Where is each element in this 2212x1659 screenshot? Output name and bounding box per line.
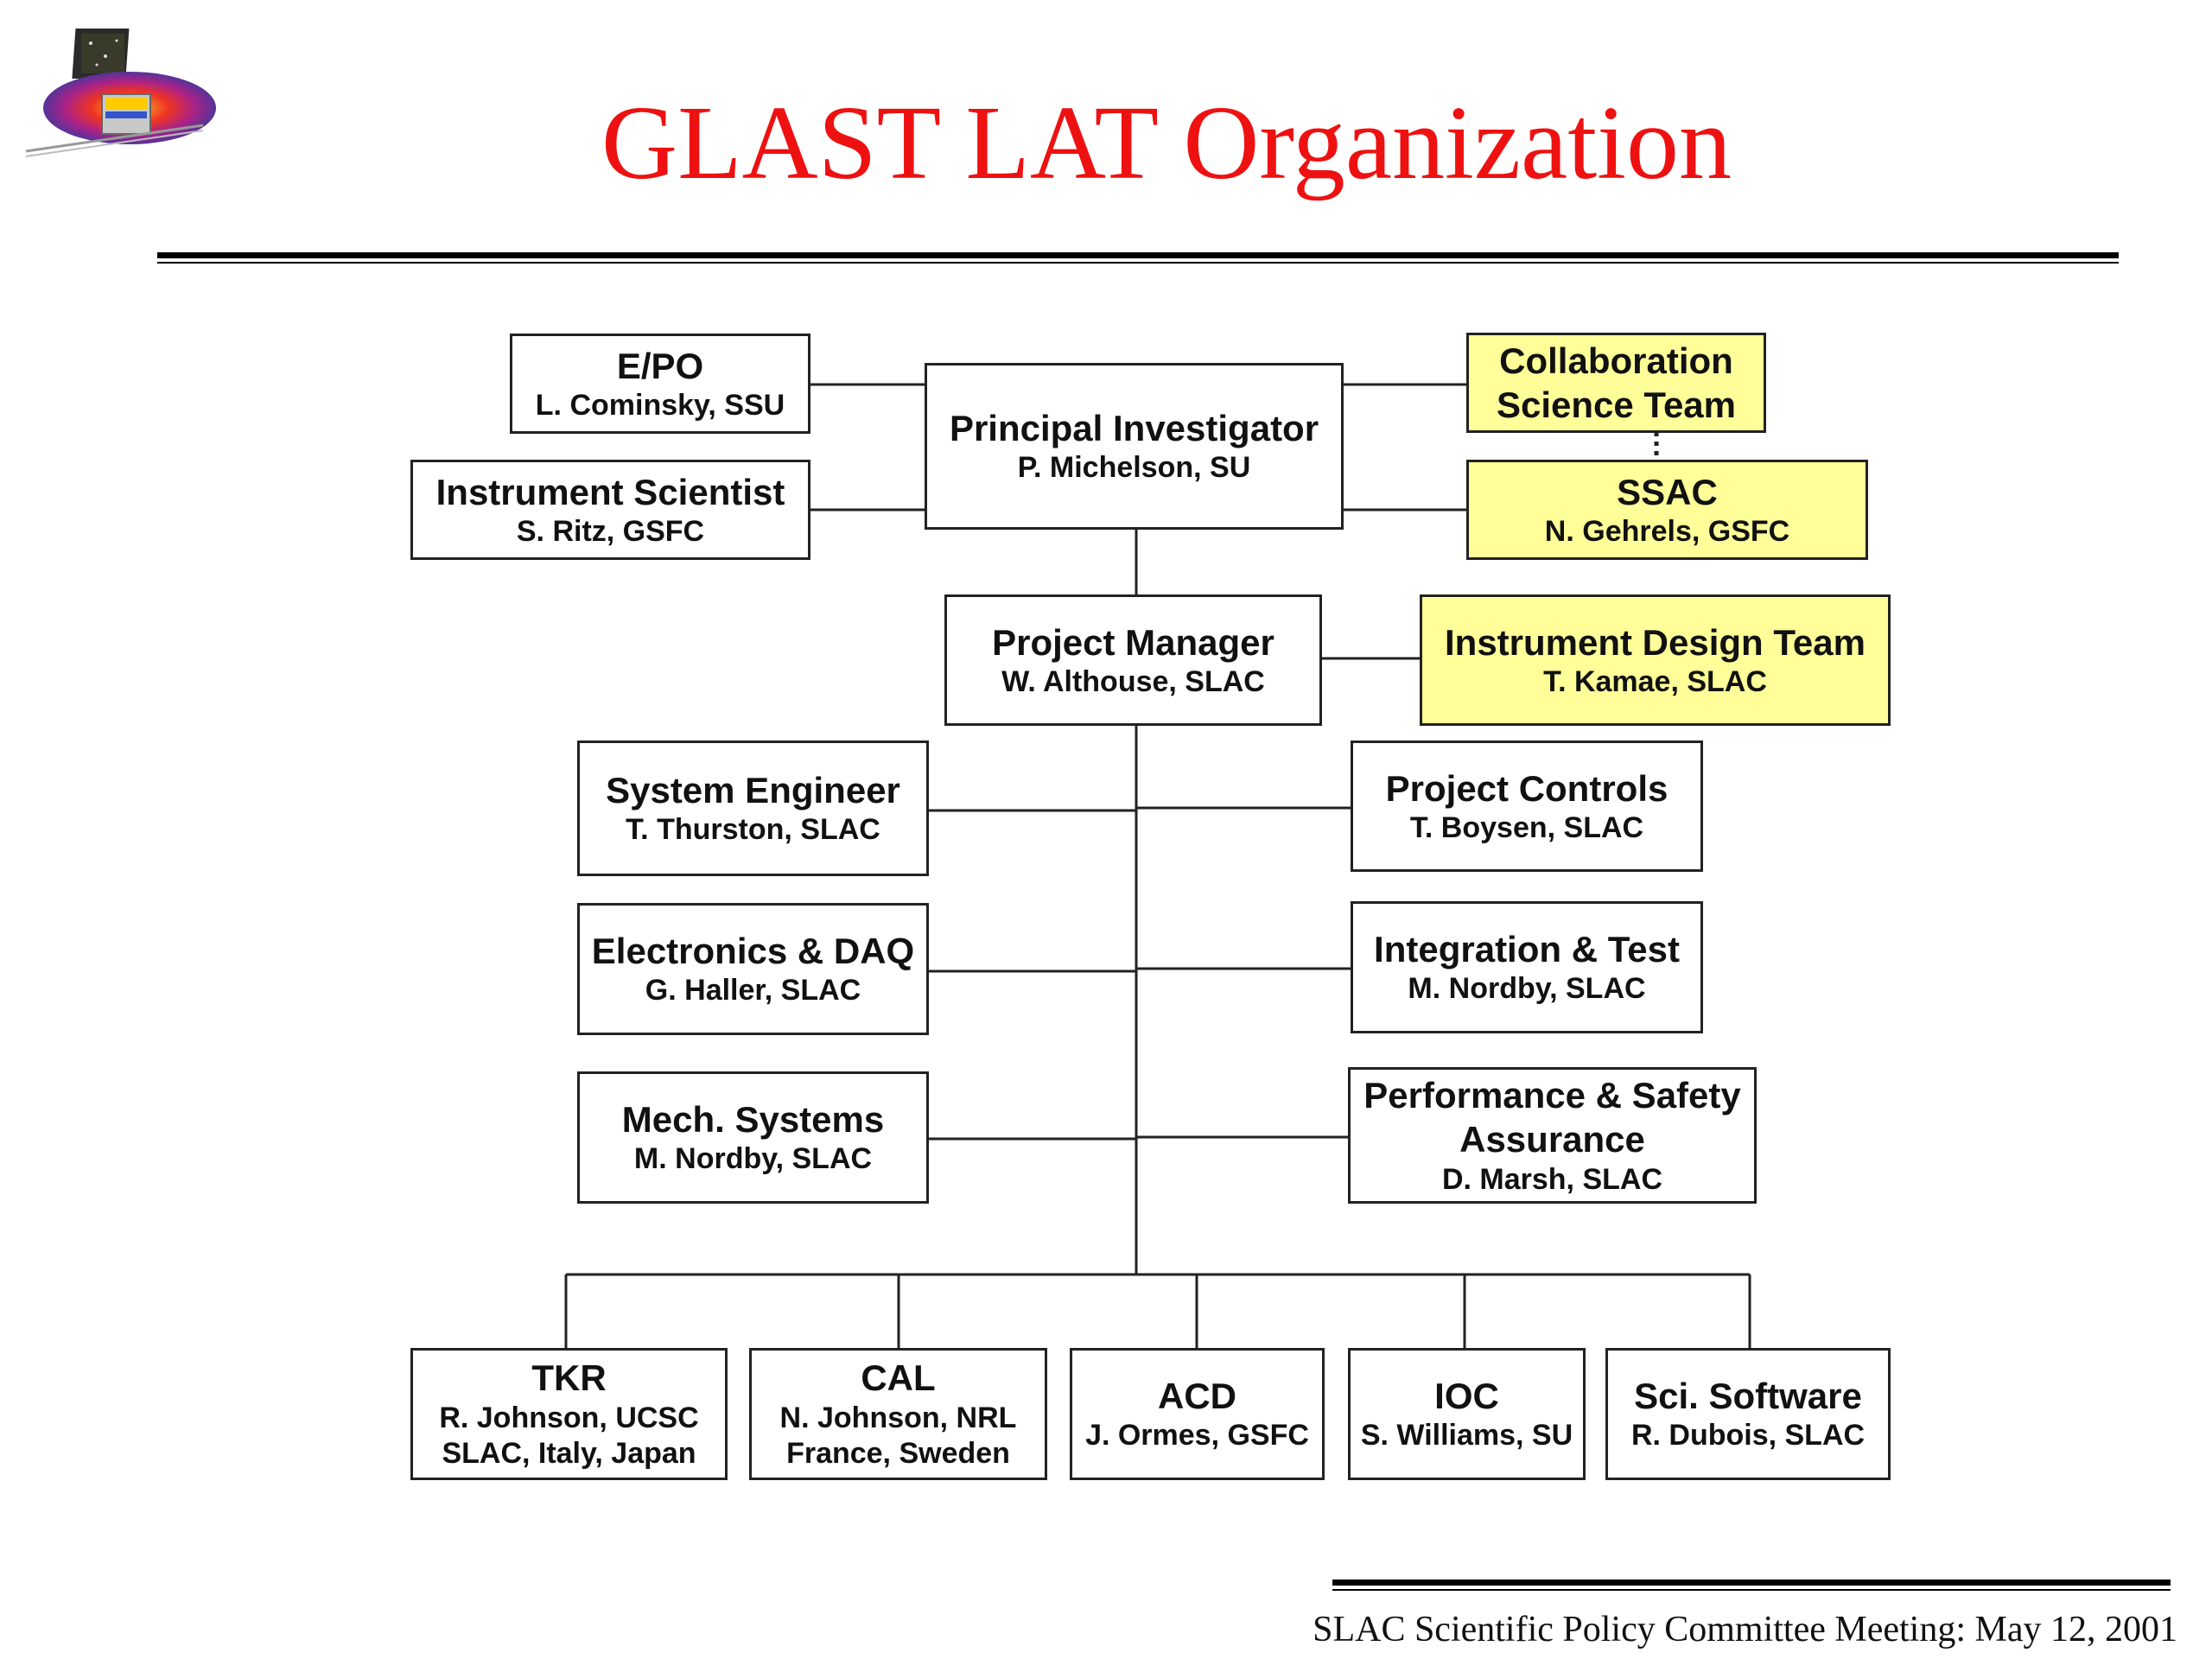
integration-test-box: Integration & Test M. Nordby, SLAC: [1351, 901, 1703, 1033]
footer-rule: [1332, 1580, 2171, 1586]
project-controls-title: Project Controls: [1385, 767, 1669, 809]
integration-test-title: Integration & Test: [1374, 929, 1680, 970]
project-controls-box: Project Controls T. Boysen, SLAC: [1351, 741, 1703, 872]
system-engineer-box: System Engineer T. Thurston, SLAC: [577, 741, 929, 876]
sci-software-title: Sci. Software: [1634, 1376, 1862, 1417]
instrument-design-team-person: T. Kamae, SLAC: [1543, 664, 1767, 698]
system-engineer-person: T. Thurston, SLAC: [626, 813, 880, 847]
sci-software-box: Sci. Software R. Dubois, SLAC: [1605, 1348, 1891, 1480]
cal-box: CAL N. Johnson, NRL France, Sweden: [749, 1348, 1047, 1480]
title-rule: [157, 252, 2119, 258]
collaboration-science-team-line2: Science Team: [1496, 385, 1737, 425]
instrument-scientist-title: Instrument Scientist: [435, 471, 785, 512]
page-title: GLAST LAT Organization: [601, 85, 1732, 201]
ssac-box: SSAC N. Gehrels, GSFC: [1466, 460, 1868, 560]
ssac-title: SSAC: [1617, 471, 1718, 512]
project-manager-person: W. Althouse, SLAC: [1001, 664, 1265, 698]
tkr-box: TKR R. Johnson, UCSC SLAC, Italy, Japan: [410, 1348, 728, 1480]
tkr-extra: SLAC, Italy, Japan: [442, 1437, 696, 1471]
principal-investigator-box: Principal Investigator P. Michelson, SU: [925, 363, 1344, 530]
principal-investigator-title: Principal Investigator: [949, 408, 1319, 449]
performance-safety-box: Performance & Safety Assurance D. Marsh,…: [1348, 1067, 1757, 1204]
mech-systems-person: M. Nordby, SLAC: [633, 1142, 873, 1176]
ssac-person: N. Gehrels, GSFC: [1544, 514, 1790, 548]
glast-satellite-icon: [25, 29, 216, 157]
instrument-design-team-title: Instrument Design Team: [1445, 621, 1866, 663]
title-rule-thin: [157, 262, 2119, 264]
mech-systems-title: Mech. Systems: [621, 1099, 885, 1141]
collaboration-science-team-box: Collaboration Science Team: [1466, 333, 1766, 433]
performance-safety-line2: Assurance: [1459, 1119, 1645, 1160]
instrument-scientist-box: Instrument Scientist S. Ritz, GSFC: [410, 460, 810, 560]
cal-title: CAL: [861, 1357, 936, 1399]
performance-safety-person: D. Marsh, SLAC: [1441, 1162, 1663, 1196]
ioc-box: IOC S. Williams, SU: [1348, 1348, 1586, 1480]
cal-person: N. Johnson, NRL: [779, 1401, 1017, 1434]
mech-systems-box: Mech. Systems M. Nordby, SLAC: [577, 1071, 929, 1204]
ioc-title: IOC: [1434, 1376, 1499, 1417]
acd-person: J. Ormes, GSFC: [1085, 1419, 1309, 1452]
electronics-daq-title: Electronics & DAQ: [591, 931, 915, 972]
ioc-person: S. Williams, SU: [1360, 1419, 1573, 1452]
cal-extra: France, Sweden: [786, 1437, 1010, 1471]
performance-safety-line1: Performance & Safety: [1363, 1075, 1741, 1116]
tkr-person: R. Johnson, UCSC: [439, 1401, 699, 1434]
epo-title: E/PO: [616, 345, 704, 386]
acd-box: ACD J. Ormes, GSFC: [1070, 1348, 1325, 1480]
electronics-daq-box: Electronics & DAQ G. Haller, SLAC: [577, 903, 929, 1035]
electronics-daq-person: G. Haller, SLAC: [645, 974, 861, 1007]
footer-text: SLAC Scientific Policy Committee Meeting…: [1313, 1610, 2177, 1649]
collaboration-science-team-line1: Collaboration: [1499, 340, 1733, 381]
epo-person: L. Cominsky, SSU: [535, 388, 785, 422]
principal-investigator-person: P. Michelson, SU: [1017, 451, 1251, 485]
instrument-design-team-box: Instrument Design Team T. Kamae, SLAC: [1420, 594, 1891, 726]
project-manager-box: Project Manager W. Althouse, SLAC: [944, 594, 1322, 726]
instrument-scientist-person: S. Ritz, GSFC: [516, 514, 705, 548]
tkr-title: TKR: [531, 1357, 607, 1399]
epo-box: E/PO L. Cominsky, SSU: [510, 334, 810, 434]
acd-title: ACD: [1158, 1376, 1236, 1417]
project-controls-person: T. Boysen, SLAC: [1409, 810, 1644, 844]
system-engineer-title: System Engineer: [606, 770, 900, 811]
sci-software-person: R. Dubois, SLAC: [1630, 1419, 1866, 1452]
integration-test-person: M. Nordby, SLAC: [1408, 972, 1646, 1006]
project-manager-title: Project Manager: [992, 621, 1274, 663]
footer-rule-thin: [1332, 1589, 2171, 1591]
